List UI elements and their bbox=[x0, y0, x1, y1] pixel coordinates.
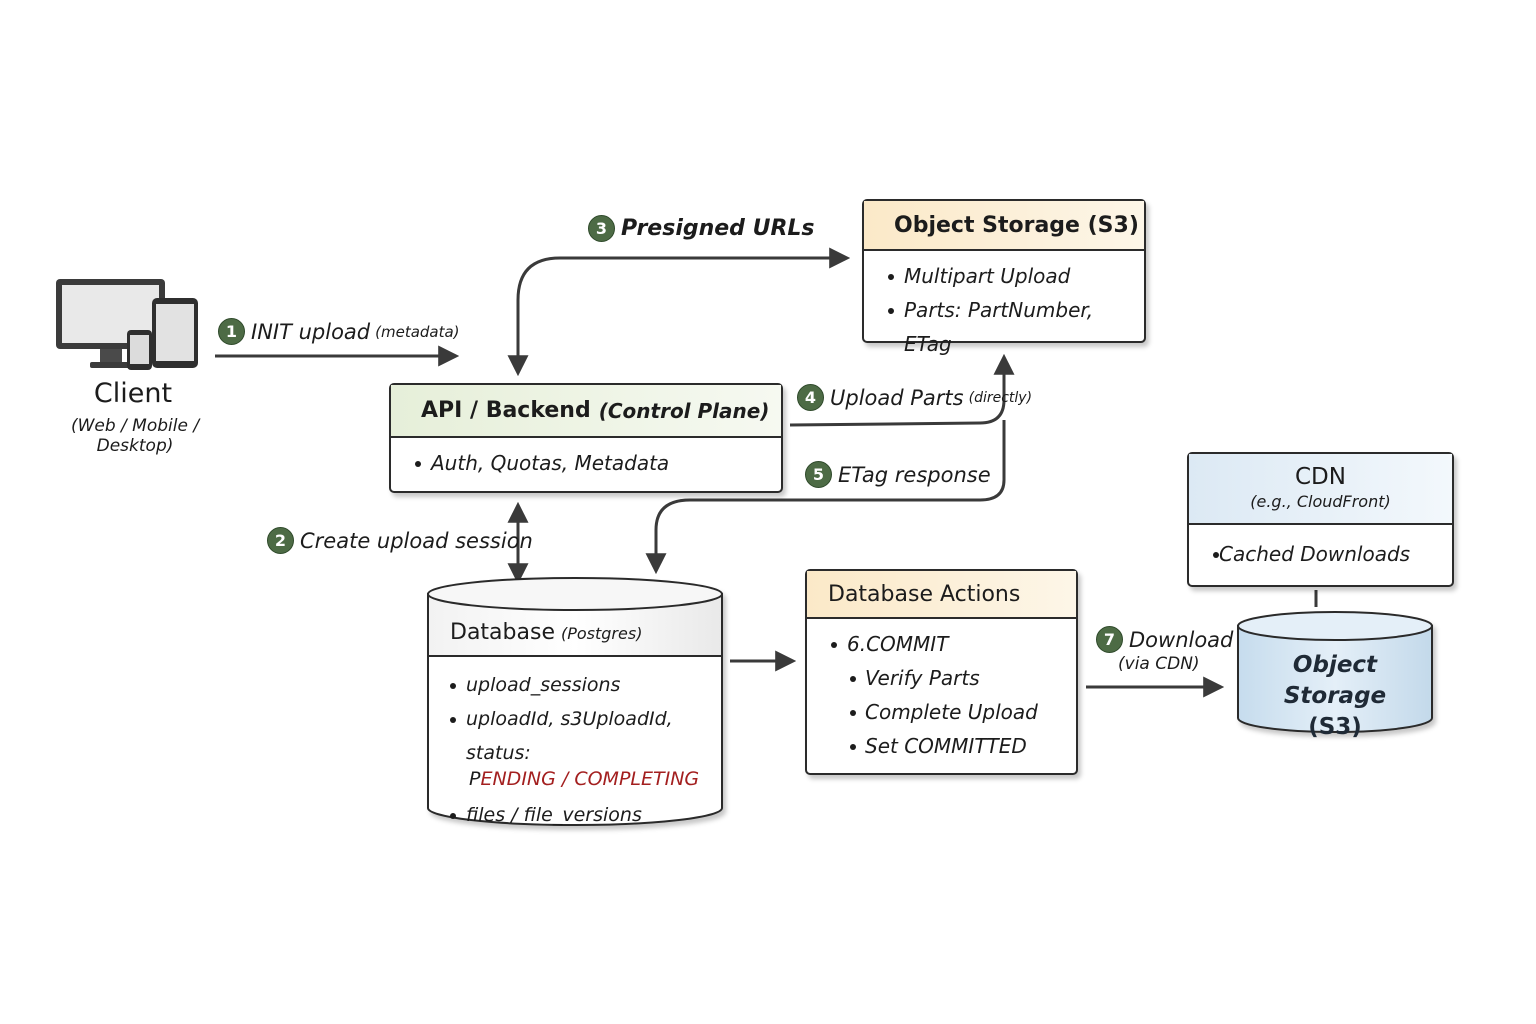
database-actions-sub-item: Verify Parts bbox=[807, 661, 1076, 695]
object-storage-item: Parts: PartNumber, ETag bbox=[864, 293, 1144, 361]
step-4-label: 4 Upload Parts (directly) bbox=[797, 384, 1032, 411]
step-2-badge: 2 bbox=[267, 527, 294, 554]
database-actions-box: Database Actions 6.COMMIT Verify Parts C… bbox=[805, 569, 1078, 775]
database-title: Database bbox=[450, 620, 555, 645]
step-1-badge: 1 bbox=[218, 318, 245, 345]
api-backend-box: API / Backend (Control Plane) Auth, Quot… bbox=[389, 383, 783, 493]
database-cylinder bbox=[427, 577, 723, 826]
client-subtitle: (Web / Mobile / Desktop) bbox=[70, 416, 200, 456]
storage-cylinder-line2: (S3) bbox=[1308, 714, 1362, 740]
database-item: files / file_versions bbox=[426, 798, 726, 832]
cdn-header: CDN (e.g., CloudFront) bbox=[1189, 454, 1452, 525]
client-devices-icon bbox=[56, 279, 198, 370]
database-actions-title: Database Actions bbox=[828, 581, 1021, 607]
object-storage-box: Object Storage (S3) Multipart Upload Par… bbox=[862, 199, 1146, 356]
database-title-suffix: (Postgres) bbox=[560, 624, 643, 643]
step-3-text: Presigned URLs bbox=[621, 216, 815, 241]
step-7-badge: 7 bbox=[1096, 626, 1123, 653]
api-backend-title: API / Backend bbox=[421, 398, 591, 423]
object-storage-cylinder bbox=[1237, 611, 1433, 733]
object-storage-title: Object Storage (S3) bbox=[894, 212, 1139, 238]
database-status-values: PENDING / COMPLETING bbox=[426, 766, 726, 792]
database-actions-main-item: 6.COMMIT bbox=[807, 627, 1076, 661]
step-7-text: Download bbox=[1129, 627, 1234, 652]
step-4-badge: 4 bbox=[797, 384, 824, 411]
arrow-upload-parts bbox=[789, 353, 1015, 427]
object-storage-header: Object Storage (S3) bbox=[864, 201, 1144, 251]
database-item: uploadId, s3UploadId, status: bbox=[426, 702, 726, 770]
cdn-title: CDN bbox=[1295, 464, 1346, 490]
client-title: Client bbox=[93, 378, 173, 409]
arrow-etag-response bbox=[645, 420, 1006, 575]
step-5-text: ETag response bbox=[838, 462, 991, 487]
database-item: upload_sessions bbox=[426, 668, 726, 702]
object-storage-item: Multipart Upload bbox=[864, 259, 1144, 293]
database-actions-sub-item: Set COMMITTED bbox=[807, 729, 1076, 763]
step-1-text: INIT upload bbox=[251, 319, 371, 344]
arrow-presigned-urls bbox=[507, 247, 851, 377]
api-backend-item: Auth, Quotas, Metadata bbox=[391, 446, 781, 480]
step-7-label: 7 Download bbox=[1096, 626, 1233, 653]
step-1-label: 1 INIT upload (metadata) bbox=[218, 318, 460, 345]
cdn-item: Cached Downloads bbox=[1189, 537, 1452, 571]
database-status-first: P bbox=[469, 768, 481, 790]
database-items: upload_sessions uploadId, s3UploadId, st… bbox=[426, 668, 726, 832]
api-backend-header: API / Backend (Control Plane) bbox=[391, 385, 781, 438]
storage-cylinder-label: Object Storage (S3) bbox=[1238, 650, 1432, 743]
step-5-badge: 5 bbox=[805, 461, 832, 488]
step-3-badge: 3 bbox=[588, 215, 615, 242]
step-7-note: (via CDN) bbox=[1118, 654, 1200, 674]
api-backend-title-suffix: (Control Plane) bbox=[598, 398, 770, 423]
database-status-rest: ENDING / COMPLETING bbox=[480, 768, 700, 790]
step-3-label: 3 Presigned URLs bbox=[588, 215, 815, 242]
database-title-row: Database (Postgres) bbox=[450, 620, 642, 645]
step-4-text: Upload Parts bbox=[830, 385, 964, 410]
step-4-note: (directly) bbox=[968, 389, 1033, 406]
database-actions-header: Database Actions bbox=[807, 571, 1076, 619]
database-actions-sub-item: Complete Upload bbox=[807, 695, 1076, 729]
cdn-subtitle: (e.g., CloudFront) bbox=[1250, 492, 1391, 511]
step-5-label: 5 ETag response bbox=[805, 461, 991, 488]
cdn-box: CDN (e.g., CloudFront) Cached Downloads bbox=[1187, 452, 1454, 587]
step-2-text: Create upload session bbox=[300, 528, 533, 553]
step-2-label: 2 Create upload session bbox=[267, 527, 533, 554]
storage-cylinder-line1: Object Storage bbox=[1283, 652, 1387, 709]
step-1-note: (metadata) bbox=[375, 322, 460, 341]
